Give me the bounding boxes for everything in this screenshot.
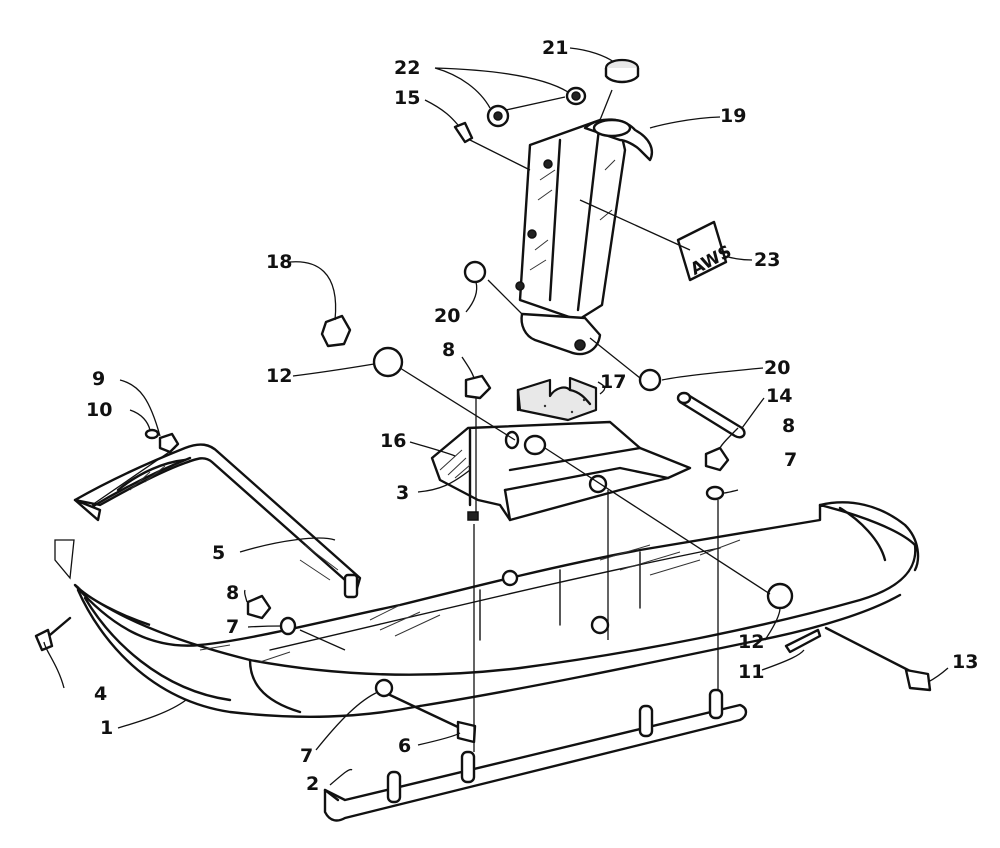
callout-leaders — [43, 47, 949, 786]
ski-spindle — [515, 118, 654, 356]
callout-18: 18 — [266, 251, 292, 273]
ski-runner — [323, 688, 748, 822]
spring-block — [516, 376, 598, 422]
callout-13: 13 — [952, 651, 978, 673]
callout-8-right: 8 — [782, 415, 795, 437]
callout-14: 14 — [766, 385, 792, 407]
callout-10: 10 — [86, 399, 112, 421]
callout-8-left: 8 — [226, 582, 239, 604]
callout-11: 11 — [738, 661, 764, 683]
callout-4: 4 — [94, 683, 107, 705]
callout-15: 15 — [394, 87, 420, 109]
callout-20-right: 20 — [764, 357, 790, 379]
callout-9: 9 — [92, 368, 105, 390]
saddle-bracket — [430, 420, 692, 522]
callout-7-right: 7 — [784, 449, 797, 471]
callout-19: 19 — [720, 105, 746, 127]
callout-21: 21 — [542, 37, 568, 59]
callout-16: 16 — [380, 430, 406, 452]
callout-labels: 1 2 3 4 5 6 7 7 7 8 8 8 9 10 11 12 12 13… — [86, 37, 978, 795]
ski-body — [73, 501, 920, 718]
assembly-lines — [91, 89, 771, 752]
callout-2: 2 — [306, 773, 319, 795]
callout-5: 5 — [212, 542, 225, 564]
callout-3: 3 — [396, 482, 409, 504]
callout-8-center: 8 — [442, 339, 455, 361]
callout-20-left: 20 — [434, 305, 460, 327]
callout-22: 22 — [394, 57, 420, 79]
callout-17: 17 — [600, 371, 626, 393]
ski-handle-loop — [54, 443, 362, 599]
hardware-parts — [34, 58, 932, 744]
callout-6: 6 — [398, 735, 411, 757]
callout-12-right: 12 — [738, 631, 764, 653]
callout-1: 1 — [100, 717, 113, 739]
callout-7-bottom: 7 — [300, 745, 313, 767]
callout-7-left: 7 — [226, 616, 239, 638]
callout-12-left: 12 — [266, 365, 292, 387]
callout-23: 23 — [754, 249, 780, 271]
